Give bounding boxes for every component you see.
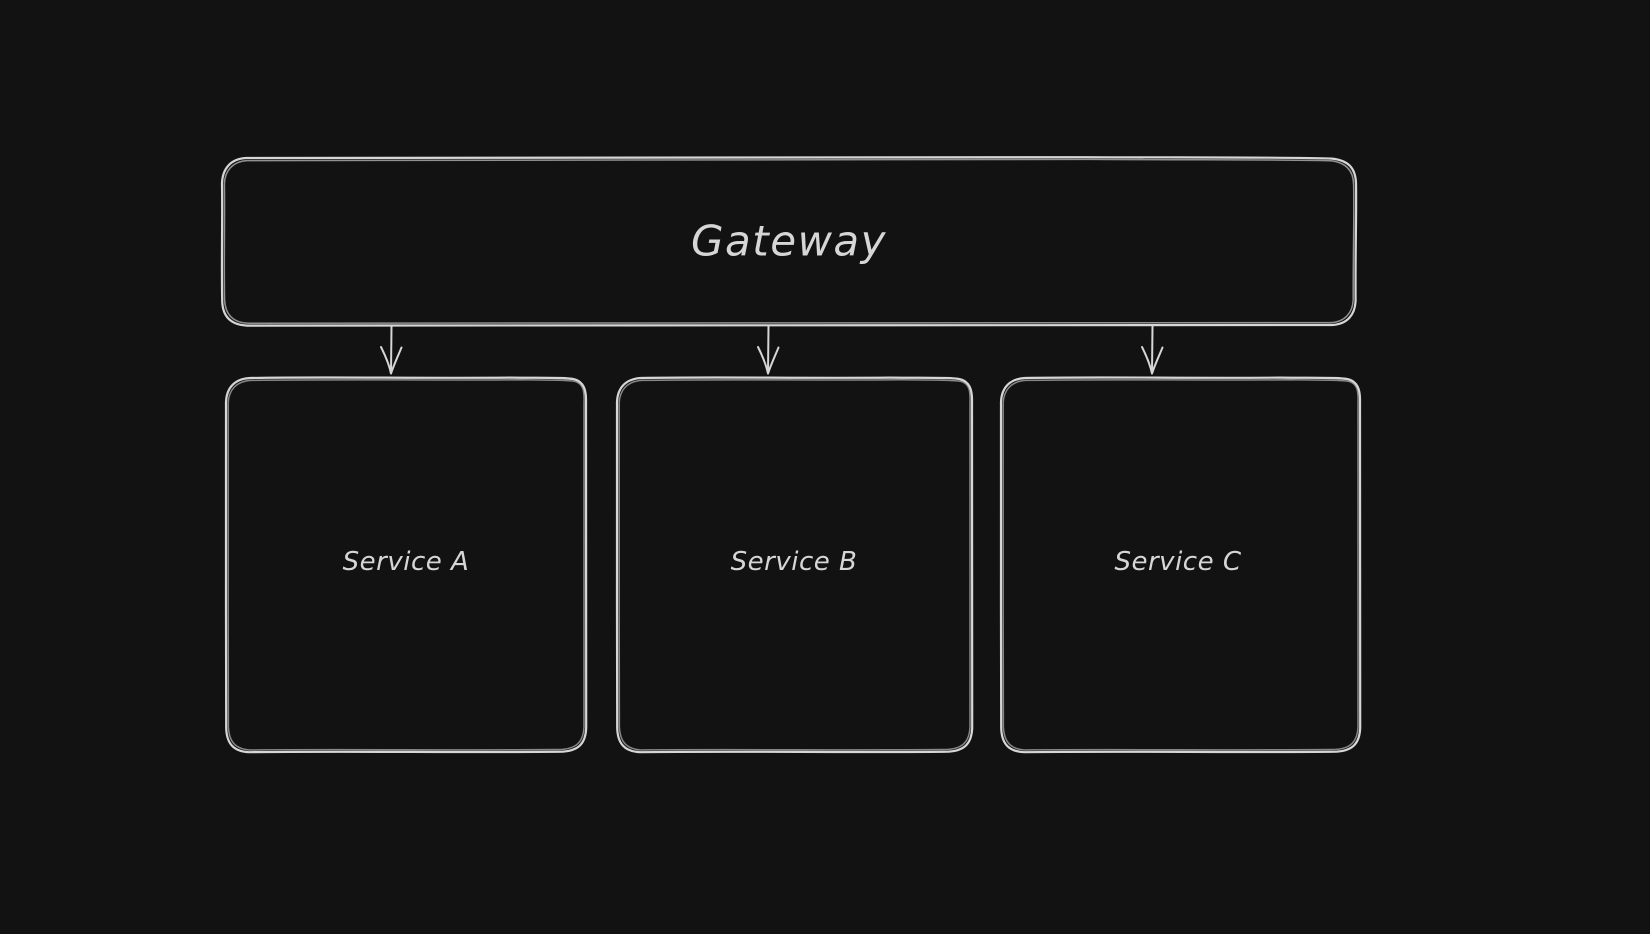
node-service-b-outline-sketch xyxy=(618,379,971,751)
node-service-a-hit-area[interactable] xyxy=(226,378,586,752)
edge-gateway-to-service-a-arrowhead xyxy=(380,346,403,375)
edge-gateway-to-service-a[interactable] xyxy=(380,325,403,375)
edge-gateway-to-service-c-arrowhead xyxy=(1141,346,1164,375)
edge-gateway-to-service-b-line xyxy=(767,325,770,374)
node-service-c-label: Service C xyxy=(1114,547,1242,577)
edge-gateway-to-service-a-line xyxy=(390,325,393,374)
node-service-b-outline xyxy=(615,376,974,754)
node-service-a-outline xyxy=(224,376,588,754)
edge-gateway-to-service-c-line xyxy=(1151,325,1154,374)
node-gateway[interactable] xyxy=(220,156,1358,327)
node-gateway-hit-area[interactable] xyxy=(222,158,1356,325)
node-service-a-outline-sketch xyxy=(227,379,585,751)
edge-gateway-to-service-b-arrowhead xyxy=(757,346,780,375)
node-service-c-outline-sketch xyxy=(1002,379,1359,751)
node-gateway-outline xyxy=(220,156,1358,327)
node-service-c[interactable] xyxy=(999,376,1362,754)
node-gateway-label: Gateway xyxy=(690,216,888,266)
node-gateway-outline-sketch xyxy=(223,158,1355,324)
edge-gateway-to-service-c[interactable] xyxy=(1141,325,1164,375)
node-service-a[interactable] xyxy=(224,376,588,754)
node-service-c-outline xyxy=(999,376,1362,754)
node-service-b-label: Service B xyxy=(730,547,858,577)
node-service-b[interactable] xyxy=(615,376,974,754)
node-service-c-hit-area[interactable] xyxy=(1001,378,1360,752)
node-service-a-label: Service A xyxy=(342,547,470,577)
node-service-b-hit-area[interactable] xyxy=(617,378,972,752)
edge-gateway-to-service-b[interactable] xyxy=(757,325,780,375)
